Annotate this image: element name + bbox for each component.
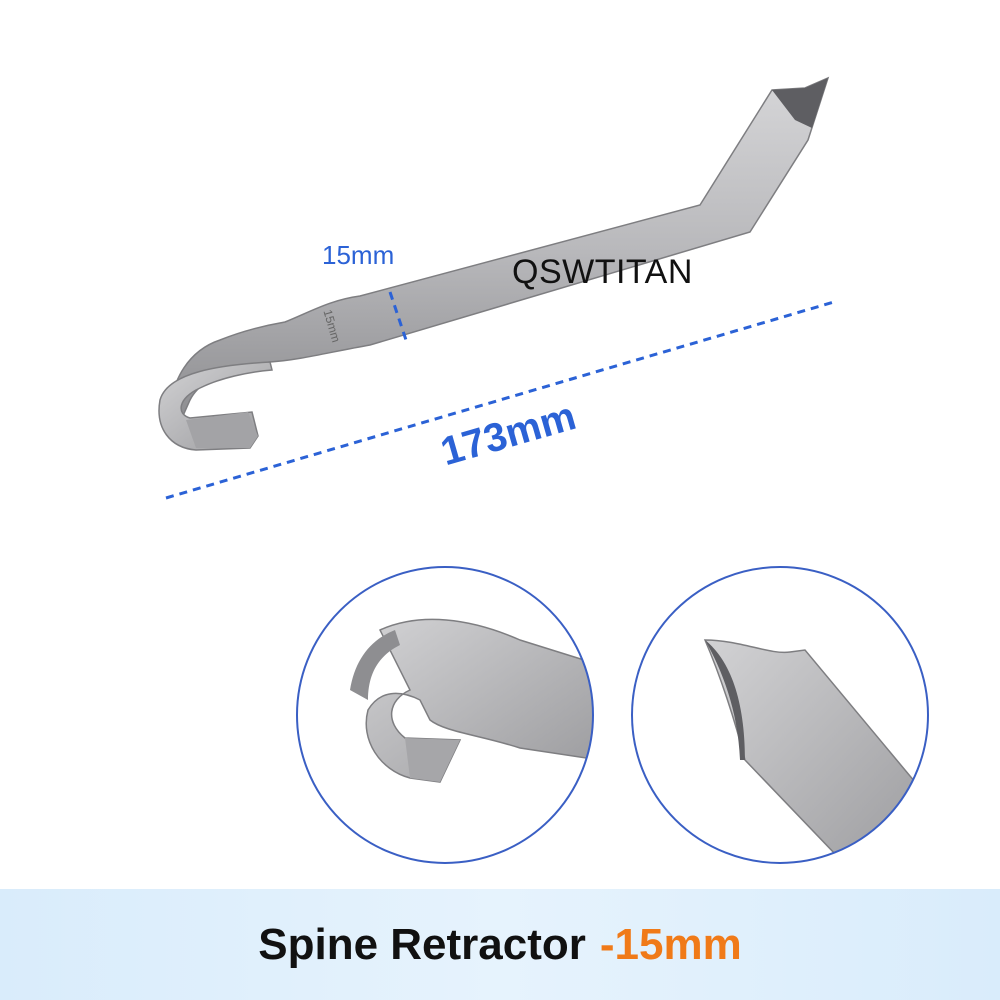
width-dimension-line	[388, 291, 408, 341]
width-dimension-label: 15mm	[322, 240, 395, 270]
detail-circle-hook	[296, 566, 594, 864]
retractor-image	[158, 76, 830, 451]
length-dimension-line	[165, 300, 835, 500]
product-title: Spine Retractor	[258, 919, 586, 969]
product-title-banner: Spine Retractor -15mm	[0, 889, 1000, 1000]
product-size: -15mm	[599, 919, 742, 969]
brand-name: QSWTITAN	[512, 253, 693, 291]
detail-circle-tip	[631, 566, 929, 864]
